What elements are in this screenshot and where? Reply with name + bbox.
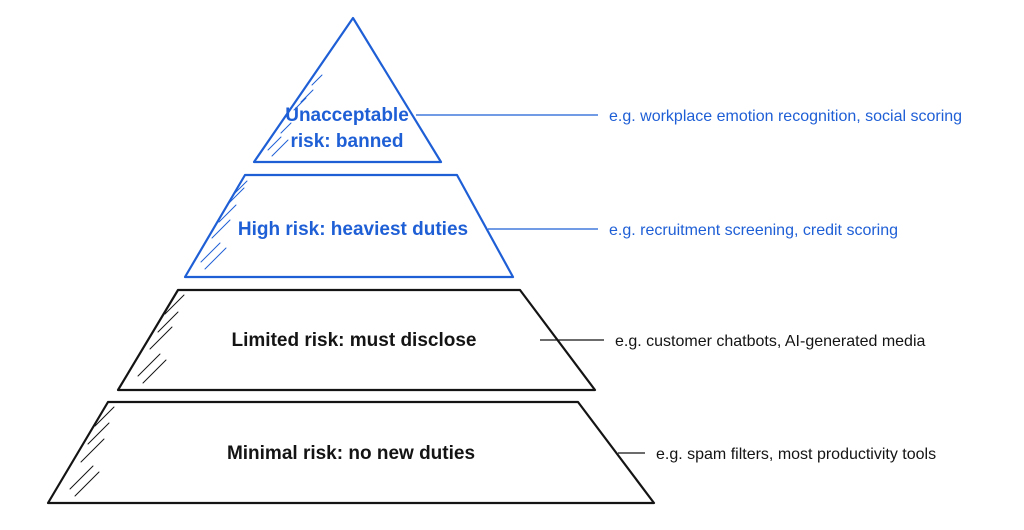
tier-limited-hatching bbox=[137, 294, 185, 384]
tier-high-hatching bbox=[200, 180, 248, 270]
tier-minimal-shape bbox=[46, 400, 656, 505]
tier-minimal: Minimal risk: no new duties e.g. spam fi… bbox=[46, 400, 936, 505]
tier-limited-shape bbox=[116, 288, 597, 392]
tier-unacceptable-label-line-1: Unacceptable bbox=[285, 105, 409, 126]
tier-high: High risk: heaviest duties e.g. recruitm… bbox=[183, 173, 898, 279]
tier-minimal-hatching bbox=[69, 406, 115, 497]
tier-high-label: High risk: heaviest duties bbox=[238, 219, 468, 240]
tier-minimal-example: e.g. spam filters, most productivity too… bbox=[656, 446, 936, 463]
tier-minimal-label: Minimal risk: no new duties bbox=[227, 443, 475, 464]
tier-unacceptable: Unacceptable risk: banned e.g. workplace… bbox=[252, 16, 962, 164]
tier-unacceptable-shape bbox=[252, 16, 443, 164]
tier-high-example: e.g. recruitment screening, credit scori… bbox=[609, 222, 898, 239]
tier-unacceptable-hatching bbox=[267, 74, 323, 157]
tier-limited-label: Limited risk: must disclose bbox=[232, 330, 477, 351]
tier-unacceptable-label-line-2: risk: banned bbox=[291, 131, 404, 152]
tier-limited: Limited risk: must disclose e.g. custome… bbox=[116, 288, 926, 392]
tier-limited-example: e.g. customer chatbots, AI-generated med… bbox=[615, 333, 926, 350]
tier-high-shape bbox=[183, 173, 515, 279]
tier-unacceptable-example: e.g. workplace emotion recognition, soci… bbox=[609, 108, 962, 125]
